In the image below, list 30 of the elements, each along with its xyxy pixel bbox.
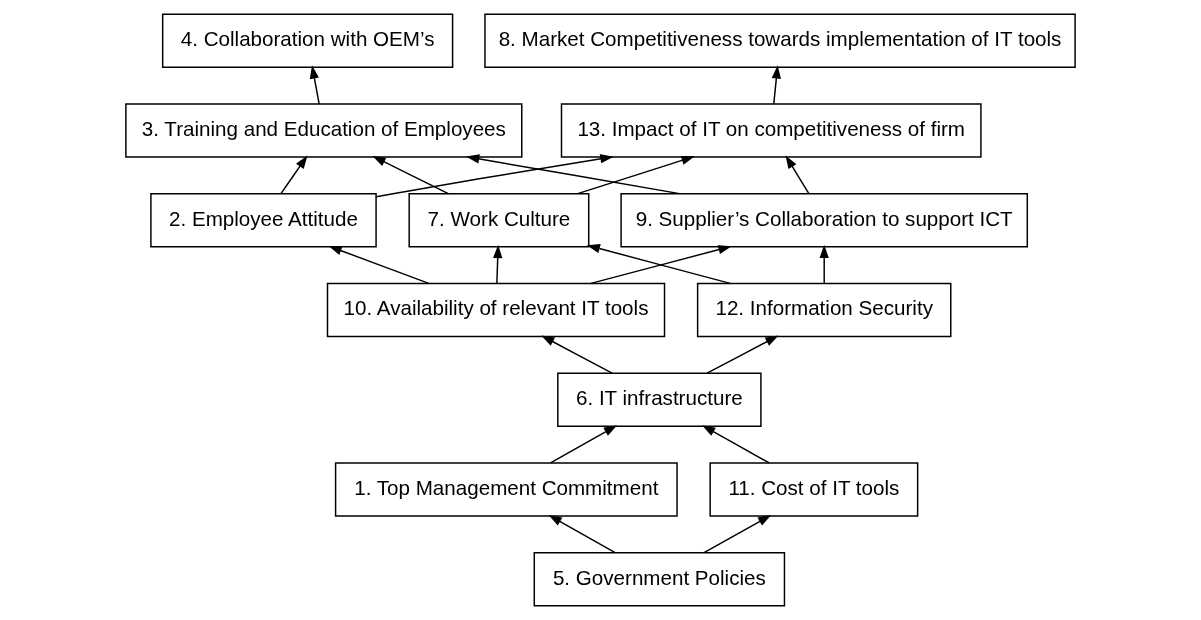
node-box: 12. Information Security [696,282,952,338]
node-box: 6. IT infrastructure [557,372,762,427]
arrow [548,515,616,554]
arrow [703,515,772,554]
arrow [785,155,810,195]
arrow [819,244,829,285]
node-box: 8. Market Competitiveness towards implementation of IT tools [484,13,1076,68]
arrow [702,425,770,464]
node-box: 9. Supplier’s Collaboration to support ICT [620,193,1028,248]
arrow [372,156,450,195]
arrow [541,335,613,374]
arrow [549,425,618,464]
node-box: 5. Government Policies [533,552,786,607]
arrow [375,154,614,198]
arrow [771,65,781,105]
node-box: 2. Employee Attitude [150,193,377,248]
arrow [576,155,695,195]
node-box: 3. Training and Education of Employees [125,103,523,158]
node-box: 11. Cost of IT tools [709,462,919,517]
arrow [466,154,681,195]
node-box: 7. Work Culture [408,193,590,248]
node-box: 4. Collaboration with OEM’s [161,13,454,68]
arrow [328,246,430,285]
node-box: 1. Top Management Commitment [334,462,678,517]
arrow [493,244,503,285]
arrow [309,65,320,105]
arrow [280,155,308,195]
node-box: 13. Impact of IT on competitiveness of firm [560,103,982,158]
node-box: 10. Availability of relevant IT tools [326,282,666,338]
arrow [706,335,779,374]
